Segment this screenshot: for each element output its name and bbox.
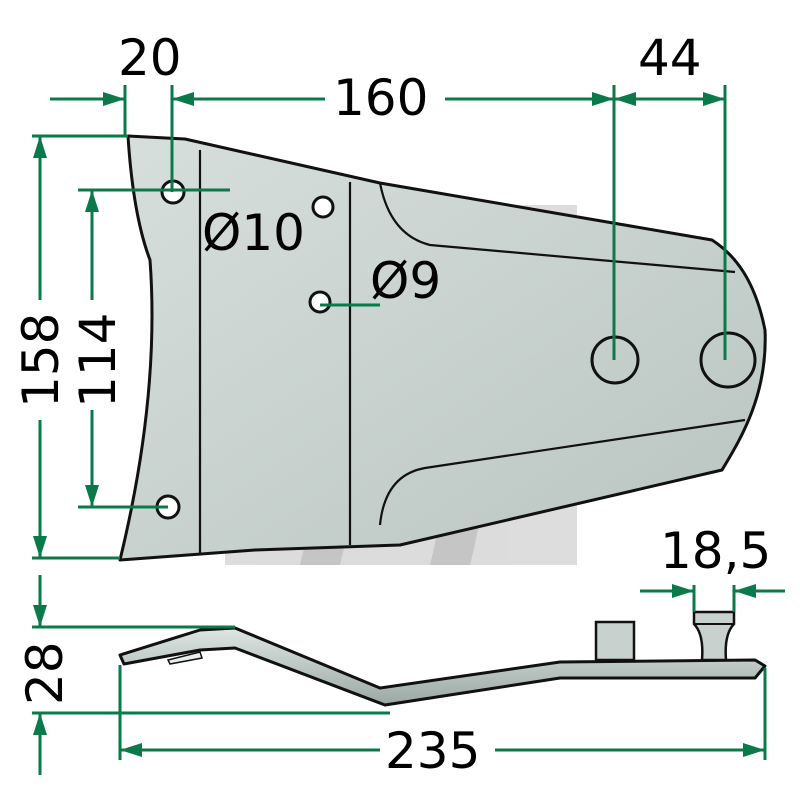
dim-label-28: 28 — [16, 641, 74, 705]
dim-label-20: 20 — [118, 29, 182, 87]
dim-label-158: 158 — [12, 313, 70, 408]
dim-label-dia10: Ø10 — [202, 204, 305, 262]
dim-label-160: 160 — [333, 69, 428, 127]
hole-small-middle — [308, 290, 332, 314]
plate-top-view — [118, 134, 767, 562]
hole-large-2 — [699, 331, 757, 389]
dim-label-dia9: Ø9 — [370, 252, 441, 310]
sweep-line-top — [378, 182, 736, 274]
plate-side-view — [118, 610, 767, 707]
plate-outline — [118, 134, 767, 562]
dimension-labels: 20 160 44 158 114 Ø10 Ø9 18,5 28 235 — [12, 29, 771, 780]
dimension-lines — [32, 85, 785, 775]
dim-label-235: 235 — [385, 722, 480, 780]
sweep-line-bottom — [378, 418, 746, 526]
dim-label-18-5: 18,5 — [660, 522, 771, 580]
dim-label-114: 114 — [69, 313, 127, 408]
stud-right — [692, 610, 736, 662]
dim-label-44: 44 — [638, 29, 702, 87]
side-profile — [118, 626, 767, 707]
side-inner-fold — [166, 651, 203, 665]
stud-left — [594, 620, 636, 662]
hole-small-top — [311, 195, 335, 219]
